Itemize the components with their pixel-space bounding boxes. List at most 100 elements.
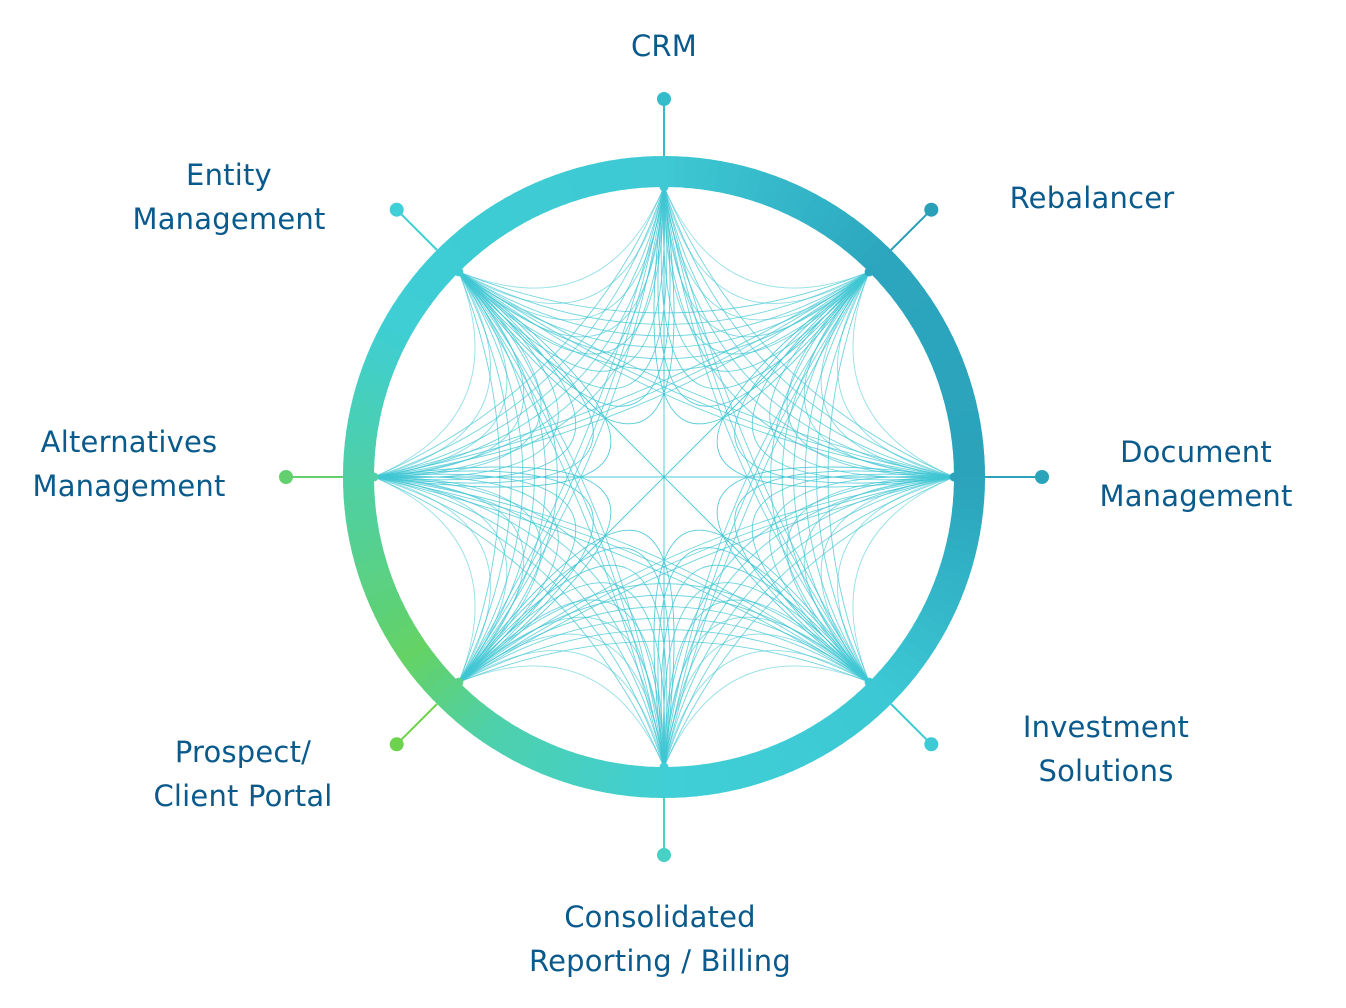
label-line: Management: [132, 202, 326, 236]
chord-line: [373, 271, 508, 478]
chord-line: [373, 271, 559, 479]
label-investment-solutions: Investment Solutions: [1023, 705, 1189, 793]
chord-line: [660, 186, 870, 390]
chord-line: [663, 186, 870, 321]
chord-line: [458, 186, 665, 683]
chord-line: [751, 271, 955, 481]
spoke-alternatives-management: [279, 470, 379, 484]
chord-line: [458, 271, 870, 360]
spoke-investment-solutions: [864, 677, 939, 752]
hub-point: [659, 762, 669, 772]
label-consolidated-reporting-billing: Consolidated Reporting / Billing: [529, 895, 791, 983]
chord-line: [373, 476, 870, 683]
chord-line: [751, 473, 955, 683]
platform-ring: [342, 155, 986, 799]
chord-line: [458, 186, 666, 372]
chord-line: [663, 271, 870, 768]
chord-line: [458, 271, 870, 337]
chord-line: [458, 186, 665, 355]
chord-line: [458, 640, 870, 683]
chord-line: [458, 617, 870, 683]
chord-line: [373, 476, 870, 683]
chord-line: [458, 271, 501, 683]
chord-line: [458, 547, 671, 768]
chord-line: [458, 186, 665, 338]
chord-line: [657, 547, 870, 768]
chord-line: [458, 271, 535, 683]
label-entity-management: Entity Management: [132, 153, 325, 241]
endpoint-dot: [657, 92, 671, 106]
spoke-line: [395, 703, 438, 746]
chord-line: [373, 271, 476, 478]
endpoint-dot: [279, 470, 293, 484]
chord-line: [663, 186, 870, 289]
chord-line: [663, 186, 870, 355]
spoke-line: [890, 208, 933, 251]
endpoint-dot: [924, 737, 939, 752]
chord-line: [769, 475, 955, 683]
chord-line: [373, 476, 476, 683]
chord-line: [373, 476, 508, 683]
chord-line: [458, 665, 665, 768]
chord-line: [786, 271, 955, 478]
chord-line: [458, 271, 665, 768]
chord-line: [373, 466, 612, 683]
chord-line: [663, 271, 870, 768]
endpoint-dot: [1035, 470, 1049, 484]
chord-line: [820, 271, 955, 478]
chord-line: [458, 271, 955, 478]
spoke-line: [890, 703, 933, 746]
chord-line: [458, 271, 512, 683]
chord-line: [458, 186, 671, 407]
chord-line: [458, 271, 955, 478]
chord-line: [458, 186, 665, 683]
chord-line: [458, 186, 665, 304]
label-prospect-client-portal: Prospect/ Client Portal: [153, 730, 332, 818]
chord-line: [373, 476, 665, 768]
chord-line: [373, 271, 870, 478]
chord-line: [663, 186, 870, 683]
chord-line: [458, 564, 668, 768]
endpoint-dot: [389, 202, 404, 217]
label-line: Management: [1099, 479, 1293, 513]
hub-point: [659, 182, 669, 192]
chord-line: [458, 271, 870, 314]
chord-line: [458, 594, 870, 683]
chord-line: [734, 470, 955, 683]
label-line: Alternatives: [40, 425, 218, 459]
chord-line: [373, 271, 491, 478]
spoke-entity-management: [389, 202, 464, 277]
label-alternatives-management: Alternatives Management: [32, 420, 225, 508]
chord-line: [458, 599, 665, 768]
chord-line: [716, 271, 955, 488]
label-line: Rebalancer: [1009, 181, 1175, 215]
chord-line: [373, 271, 577, 481]
chord-line: [373, 476, 665, 768]
chord-line: [373, 476, 665, 768]
chord-line: [837, 476, 955, 683]
chord-line: [458, 476, 955, 683]
hub-point: [369, 472, 379, 482]
chord-line: [663, 186, 870, 683]
chord-line: [458, 186, 675, 425]
label-line: Client Portal: [153, 779, 333, 813]
spokes: [279, 92, 1049, 862]
chord-line: [458, 186, 668, 390]
chord-line: [458, 271, 665, 768]
chord-line: [663, 665, 870, 768]
chord-line: [373, 271, 870, 478]
chord-line: [458, 271, 870, 325]
chord-line: [458, 271, 524, 683]
chord-line: [458, 616, 665, 768]
hub-point: [864, 267, 874, 277]
label-line: Management: [32, 469, 226, 503]
chord-line: [458, 629, 870, 683]
chord-line: [458, 476, 955, 683]
chord-line: [458, 271, 558, 683]
endpoint-dot: [657, 848, 671, 862]
spoke-crm: [657, 92, 671, 192]
label-line: Consolidated: [564, 900, 756, 934]
chord-line: [653, 529, 870, 768]
chord-line: [786, 476, 955, 683]
chord-line: [373, 271, 594, 484]
